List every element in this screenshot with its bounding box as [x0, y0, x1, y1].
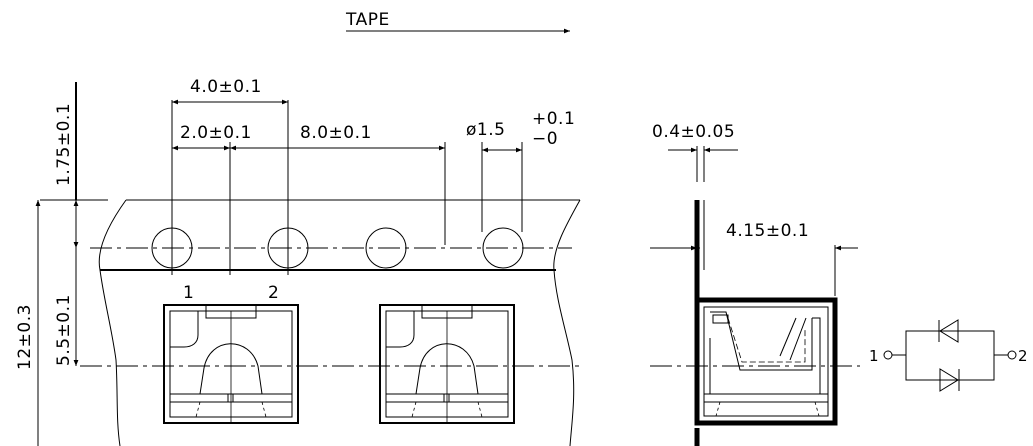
diode-schematic — [883, 319, 1017, 392]
schematic-pin1-label: 1 — [869, 347, 879, 365]
tape-side-view — [650, 146, 860, 446]
offset-label: 2.0±0.1 — [180, 123, 252, 143]
pin2-label: 2 — [268, 283, 279, 303]
tape-top-view — [35, 82, 581, 446]
sprocket-hole — [365, 227, 407, 269]
pocket-depth-label: 4.15±0.1 — [726, 221, 809, 241]
edge-to-hole-label: 1.75±0.1 — [54, 103, 74, 186]
tape-width-label: 12±0.3 — [15, 304, 35, 370]
pitch-pocket-label: 8.0±0.1 — [300, 123, 372, 143]
hole-tolerance-minus: −0 — [532, 129, 558, 149]
pin1-label: 1 — [183, 283, 194, 303]
schematic-pin2-label: 2 — [1018, 347, 1028, 365]
hole-diameter-label: ø1.5 — [466, 120, 505, 140]
tape-label: TAPE — [345, 10, 390, 30]
tape-pocket — [163, 304, 299, 424]
tape-pocket — [379, 304, 515, 424]
thickness-label: 0.4±0.05 — [652, 122, 735, 142]
hole-to-center-label: 5.5±0.1 — [54, 294, 74, 366]
sprocket-hole — [482, 227, 524, 269]
pitch-sprocket-label: 4.0±0.1 — [190, 77, 262, 97]
hole-tolerance-plus: +0.1 — [532, 109, 575, 129]
